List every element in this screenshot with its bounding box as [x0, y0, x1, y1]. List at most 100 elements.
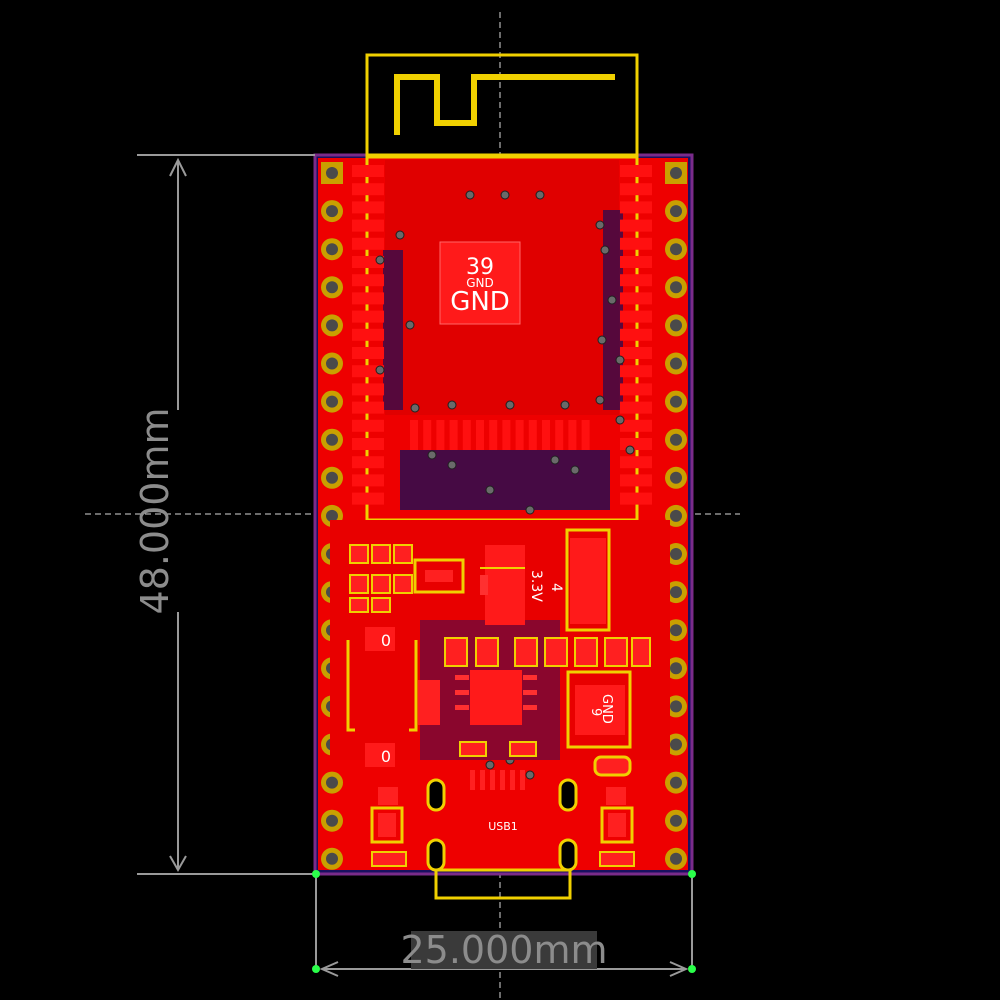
sot-component: [413, 558, 465, 594]
usb-chip: [470, 670, 522, 725]
via: [485, 760, 495, 770]
dimension-anchor-l: [312, 965, 320, 973]
module-pad: [620, 328, 652, 341]
module-pad: [352, 438, 384, 450]
via: [410, 403, 420, 413]
module-bottom-pads: [410, 420, 590, 450]
module-pad: [352, 310, 384, 323]
resistor-bottom-label: 0: [381, 747, 391, 766]
dimension-anchor-bl: [312, 870, 320, 878]
resistor-top-label: 0: [381, 631, 391, 650]
via: [560, 400, 570, 410]
module-pad: [620, 383, 652, 396]
module-pad: [462, 420, 471, 450]
via: [505, 400, 515, 410]
module-pad: [352, 219, 384, 232]
ground-pad-number: 39: [466, 255, 494, 280]
crystal: [593, 755, 632, 777]
module-pad: [620, 347, 652, 359]
dimension-anchor-r: [688, 965, 696, 973]
module-pad: [620, 474, 652, 487]
module-pad: [352, 383, 384, 396]
header-pin-hole: [670, 509, 682, 522]
via: [375, 255, 385, 265]
regulator-body: [485, 545, 525, 625]
diode-pin-label: 9: [588, 708, 603, 716]
resistor-top: [365, 627, 395, 651]
module-pad: [581, 420, 590, 450]
via: [485, 485, 495, 495]
via: [405, 320, 415, 330]
diode-net-label: GND: [599, 694, 614, 724]
module-pad: [542, 420, 550, 450]
module-pad: [423, 420, 432, 450]
module-pad: [555, 420, 564, 450]
module-pad: [476, 420, 484, 450]
ground-pad-net-large: GND: [450, 287, 510, 317]
module-pad: [352, 201, 384, 214]
module-pad: [352, 237, 384, 250]
header-pin-hole: [326, 167, 338, 179]
module-right-pads: [620, 165, 652, 505]
via: [625, 445, 635, 455]
via: [375, 365, 385, 375]
header-pin-hole: [670, 471, 682, 484]
capacitor-array: [349, 544, 413, 613]
via: [525, 505, 535, 515]
header-pin-hole: [670, 738, 682, 751]
header-pin-hole: [670, 852, 682, 865]
header-pin-hole: [326, 814, 338, 827]
module-pad: [352, 274, 384, 287]
via: [597, 335, 607, 345]
header-pin-hole: [670, 281, 682, 294]
height-dimension-label: 48.000mm: [133, 408, 177, 615]
module-pad: [352, 474, 384, 487]
module-pad: [352, 419, 384, 432]
module-pad: [620, 183, 652, 196]
header-pin-hole: [670, 395, 682, 408]
module-pad: [410, 420, 418, 450]
header-pin-hole: [670, 814, 682, 827]
diode-outline: [566, 670, 632, 749]
module-pad: [620, 365, 652, 378]
width-dimension-label: 25.000mm: [401, 928, 608, 972]
module-pad: [620, 274, 652, 287]
header-pin-hole: [326, 243, 338, 256]
module-pad: [620, 401, 652, 414]
header-pin-hole: [326, 471, 338, 484]
module-pad: [352, 292, 384, 305]
header-pin-hole: [326, 319, 338, 332]
module-pad: [352, 328, 384, 341]
module-pad: [352, 456, 384, 469]
via: [550, 455, 560, 465]
dimension-anchor-br: [688, 870, 696, 878]
module-pad: [352, 347, 384, 359]
module-pad: [515, 420, 524, 450]
via: [447, 400, 457, 410]
via: [595, 395, 605, 405]
module-pad: [620, 456, 652, 469]
header-pin-hole: [670, 662, 682, 675]
via: [500, 190, 510, 200]
ground-pad: [439, 241, 521, 325]
module-pad: [620, 256, 652, 268]
module-pad: [620, 201, 652, 214]
module-pad: [436, 420, 445, 450]
header-pin-hole: [326, 509, 338, 522]
module-pad: [620, 219, 652, 232]
header-pin-hole: [670, 319, 682, 332]
header-pin-hole: [670, 167, 682, 179]
module-pad: [620, 292, 652, 305]
header-pin-hole: [326, 205, 338, 218]
via: [427, 450, 437, 460]
module-bottom-routing: [383, 210, 623, 510]
module-pad: [620, 419, 652, 432]
via: [615, 355, 625, 365]
width-label-bg: [411, 931, 597, 969]
via: [607, 295, 617, 305]
reset-button-left: [370, 787, 407, 867]
module-pad: [352, 492, 384, 505]
antenna-trace: [394, 74, 615, 135]
via: [570, 465, 580, 475]
